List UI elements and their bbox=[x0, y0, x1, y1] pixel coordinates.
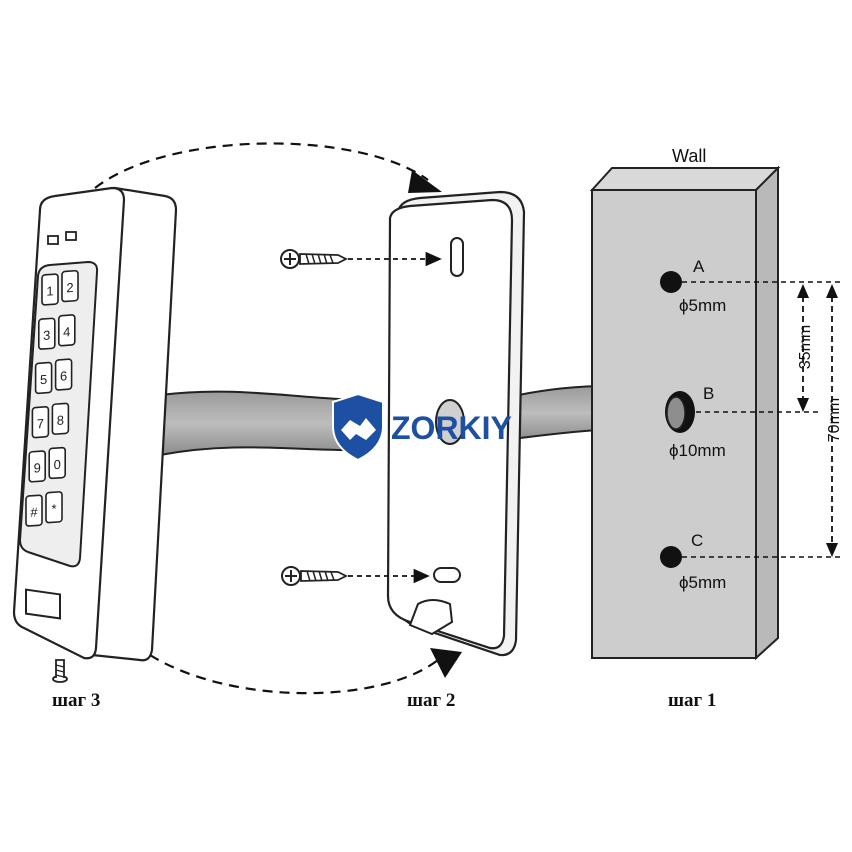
step-2-label: шаг 2 bbox=[407, 690, 455, 711]
top-screw bbox=[280, 249, 349, 269]
keypad-device bbox=[12, 186, 178, 662]
mounting-plate bbox=[386, 190, 526, 657]
svg-text:9: 9 bbox=[34, 460, 41, 475]
plate-bottom-slot bbox=[433, 567, 461, 583]
hole-b-diameter: ϕ10mm bbox=[669, 441, 726, 460]
bottom-curved-arrow bbox=[149, 654, 439, 695]
svg-text:4: 4 bbox=[63, 324, 70, 339]
watermark-text: ZORKIY bbox=[391, 410, 512, 446]
svg-text:#: # bbox=[30, 504, 38, 520]
dimension-guides bbox=[682, 281, 842, 558]
hole-c-diameter: ϕ5mm bbox=[679, 573, 726, 592]
dimension-70mm bbox=[826, 284, 838, 557]
svg-text:6: 6 bbox=[60, 368, 67, 383]
hole-a-marker bbox=[660, 271, 682, 293]
zorkiy-watermark: ZORKIY bbox=[332, 392, 512, 462]
wall-label: Wall bbox=[672, 146, 706, 166]
top-curved-arrow bbox=[94, 142, 429, 189]
top-arrow-head bbox=[408, 170, 442, 193]
svg-text:1: 1 bbox=[46, 283, 53, 298]
svg-text:3: 3 bbox=[43, 327, 50, 342]
dimension-35mm bbox=[797, 284, 809, 412]
svg-text:5: 5 bbox=[40, 372, 47, 387]
keypad-key-hash: # bbox=[25, 494, 43, 527]
svg-text:8: 8 bbox=[57, 413, 64, 428]
keypad-key-2: 2 bbox=[61, 269, 79, 303]
bottom-arrow-head bbox=[430, 648, 462, 678]
keypad-key-7: 7 bbox=[31, 406, 50, 439]
keypad-key-8: 8 bbox=[51, 402, 70, 435]
keypad-key-1: 1 bbox=[41, 273, 59, 306]
small-screw bbox=[52, 659, 68, 683]
hole-c-marker bbox=[660, 546, 682, 568]
hole-b-label: B bbox=[703, 384, 714, 403]
keypad-key-5: 5 bbox=[34, 361, 53, 395]
hole-c-label: C bbox=[691, 531, 703, 550]
svg-text:7: 7 bbox=[37, 416, 44, 431]
dimension-70mm-label: 70mm bbox=[826, 398, 843, 442]
svg-text:*: * bbox=[51, 501, 56, 516]
hole-a-diameter: ϕ5mm bbox=[679, 296, 726, 315]
svg-text:0: 0 bbox=[54, 457, 61, 472]
keypad-key-4: 4 bbox=[57, 314, 76, 347]
hole-a-label: A bbox=[693, 257, 705, 276]
step-1-label: шаг 1 bbox=[668, 690, 716, 711]
step-3-label: шаг 3 bbox=[52, 690, 100, 711]
keypad-key-3: 3 bbox=[37, 317, 56, 350]
svg-text:2: 2 bbox=[66, 280, 73, 295]
plate-top-slot bbox=[450, 237, 464, 277]
keypad-key-6: 6 bbox=[54, 358, 73, 391]
keypad-key-0: 0 bbox=[48, 446, 67, 480]
keypad-key-star: * bbox=[45, 491, 63, 524]
dimension-35mm-label: 35mm bbox=[797, 325, 814, 369]
plate-bottom-hook bbox=[408, 599, 454, 636]
keypad-key-9: 9 bbox=[28, 450, 47, 483]
bottom-screw bbox=[281, 566, 349, 586]
